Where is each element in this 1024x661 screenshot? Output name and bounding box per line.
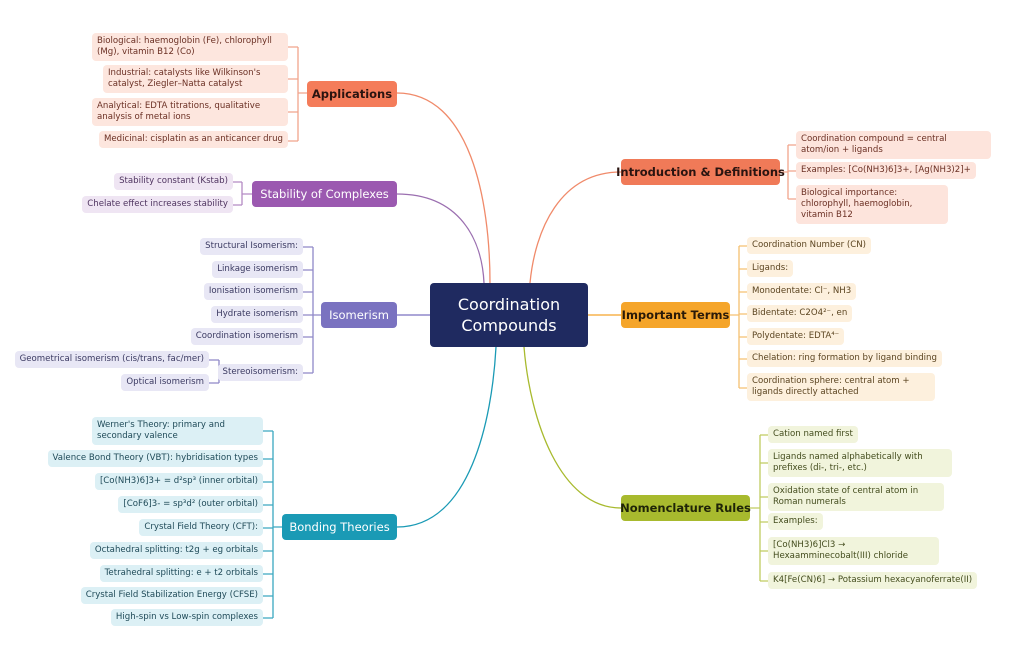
leaf-optical-isomerism[interactable]: Optical isomerism <box>121 374 209 391</box>
bracket-nomenclature <box>750 434 768 582</box>
leaf-coordination-compound-definition[interactable]: Coordination compound = central atom/ion… <box>796 131 991 159</box>
leaf-ligands-alphabetical[interactable]: Ligands named alphabetically with prefix… <box>768 449 952 477</box>
leaf-stability-constant[interactable]: Stability constant (Kstab) <box>114 173 233 190</box>
leaf-coordination-number[interactable]: Coordination Number (CN) <box>747 237 872 254</box>
leaf-cfse[interactable]: Crystal Field Stabilization Energy (CFSE… <box>80 587 263 604</box>
leaf-coordination-sphere[interactable]: Coordination sphere: central atom + liga… <box>747 373 935 401</box>
leaf-biological-importance[interactable]: Biological importance: chlorophyll, haem… <box>796 185 948 224</box>
leaf-werner-theory[interactable]: Werner's Theory: primary and secondary v… <box>92 417 263 445</box>
leaf-hexaamminecobalt[interactable]: [Co(NH3)6]Cl3 → Hexaamminecobalt(III) ch… <box>768 537 939 565</box>
leaf-applications-biological[interactable]: Biological: haemoglobin (Fe), chlorophyl… <box>92 33 288 61</box>
link-nomenclature <box>523 346 622 509</box>
leaf-octahedral-splitting[interactable]: Octahedral splitting: t2g + eg orbitals <box>89 542 263 559</box>
leaf-geometrical-isomerism[interactable]: Geometrical isomerism (cis/trans, fac/me… <box>14 351 209 368</box>
leaf-co-nh3-inner[interactable]: [Co(NH3)6]3+ = d²sp³ (inner orbital) <box>94 473 263 490</box>
leaf-stereoisomerism[interactable]: Stereoisomerism: <box>217 364 303 381</box>
leaf-linkage-isomerism[interactable]: Linkage isomerism <box>212 261 303 278</box>
leaf-applications-analytical[interactable]: Analytical: EDTA titrations, qualitative… <box>92 98 288 126</box>
leaf-monodentate[interactable]: Monodentate: Cl⁻, NH3 <box>747 283 857 300</box>
branch-applications[interactable]: Applications <box>307 81 397 107</box>
branch-isomerism[interactable]: Isomerism <box>321 302 397 328</box>
link-bonding <box>396 346 497 528</box>
central-topic[interactable]: Coordination Compounds <box>430 283 588 347</box>
leaf-bidentate[interactable]: Bidentate: C2O4²⁻, en <box>747 305 853 322</box>
leaf-oxidation-state[interactable]: Oxidation state of central atom in Roman… <box>768 483 944 511</box>
leaf-high-low-spin[interactable]: High-spin vs Low-spin complexes <box>110 609 263 626</box>
leaf-structural-isomerism[interactable]: Structural Isomerism: <box>200 238 303 255</box>
leaf-cof6-outer[interactable]: [CoF6]3- = sp³d² (outer orbital) <box>118 496 263 513</box>
link-introduction <box>529 171 622 284</box>
link-applications <box>396 92 491 284</box>
leaf-polydentate[interactable]: Polydentate: EDTA⁴⁻ <box>747 328 845 345</box>
leaf-examples-label[interactable]: Examples: <box>768 513 823 530</box>
bracket-bonding <box>263 430 282 619</box>
leaf-applications-medicinal[interactable]: Medicinal: cisplatin as an anticancer dr… <box>98 131 288 148</box>
bracket-applications <box>288 46 307 142</box>
leaf-cft[interactable]: Crystal Field Theory (CFT): <box>139 519 263 536</box>
bracket-terms <box>730 245 747 389</box>
leaf-examples[interactable]: Examples: [Co(NH3)6]3+, [Ag(NH3)2]+ <box>796 162 976 179</box>
branch-important-terms[interactable]: Important Terms <box>621 302 730 328</box>
bracket-stability <box>233 181 252 206</box>
leaf-cation-first[interactable]: Cation named first <box>768 426 858 443</box>
leaf-chelation[interactable]: Chelation: ring formation by ligand bind… <box>747 350 942 367</box>
bracket-introduction <box>780 144 796 200</box>
leaf-vbt[interactable]: Valence Bond Theory (VBT): hybridisation… <box>47 450 263 467</box>
branch-introduction[interactable]: Introduction & Definitions <box>616 159 785 185</box>
branch-bonding[interactable]: Bonding Theories <box>282 514 397 540</box>
leaf-ligands[interactable]: Ligands: <box>747 260 794 277</box>
branch-nomenclature[interactable]: Nomenclature Rules <box>620 495 751 521</box>
leaf-ionisation-isomerism[interactable]: Ionisation isomerism <box>203 283 303 300</box>
leaf-chelate-effect[interactable]: Chelate effect increases stability <box>82 196 233 213</box>
leaf-tetrahedral-splitting[interactable]: Tetrahedral splitting: e + t2 orbitals <box>99 565 263 582</box>
leaf-applications-industrial[interactable]: Industrial: catalysts like Wilkinson's c… <box>103 65 288 93</box>
leaf-hydrate-isomerism[interactable]: Hydrate isomerism <box>211 306 303 323</box>
link-stability <box>396 193 485 284</box>
leaf-potassium-hexacyanoferrate[interactable]: K4[Fe(CN)6] → Potassium hexacyanoferrate… <box>768 572 978 589</box>
branch-stability[interactable]: Stability of Complexes <box>252 181 397 207</box>
leaf-coordination-isomerism[interactable]: Coordination isomerism <box>190 328 303 345</box>
